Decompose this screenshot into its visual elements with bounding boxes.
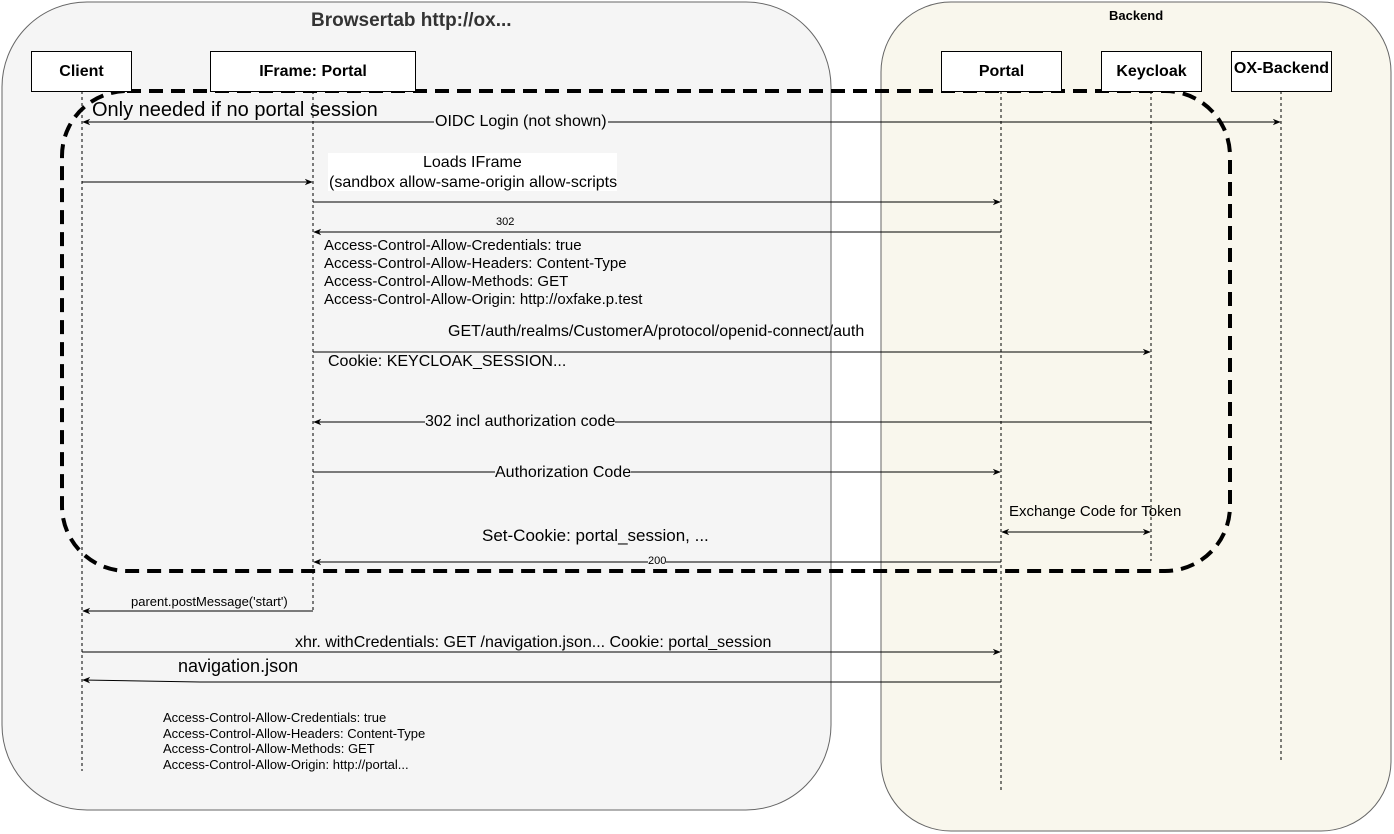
cors-header-4: Access-Control-Allow-Origin: http://oxfa… (324, 291, 643, 308)
set-cookie-label: Set-Cookie: portal_session, ... (482, 526, 709, 545)
cors2-header-3: Access-Control-Allow-Methods: GET (163, 741, 375, 756)
cors2-header-4: Access-Control-Allow-Origin: http://port… (163, 757, 409, 772)
browser-tab-container (1, 1, 832, 811)
backend-title: Backend (1109, 8, 1164, 23)
cors-header-2: Access-Control-Allow-Headers: Content-Ty… (324, 255, 627, 272)
status-200-label: 200 (648, 555, 667, 567)
get-auth-label: GET/auth/realms/CustomerA/protocol/openi… (448, 323, 865, 340)
backend-container (880, 1, 1392, 832)
loads-iframe-label-box (328, 153, 617, 191)
loads-iframe-sandbox-label: (sandbox allow-same-origin allow-scripts (329, 174, 618, 191)
redirect-302-label: 302 (496, 216, 515, 228)
ox-backend-participant: OX-Backend (1231, 51, 1332, 92)
nav-json-label: navigation.json (178, 656, 299, 676)
keycloak-label: Keycloak (1116, 62, 1187, 80)
cookie-keycloak-label: Cookie: KEYCLOAK_SESSION... (328, 353, 567, 370)
post-message-label: parent.postMessage('start') (131, 594, 288, 609)
loads-iframe-label: Loads IFrame (423, 154, 522, 171)
cors-header-1: Access-Control-Allow-Credentials: true (324, 237, 582, 254)
cors2-header-2: Access-Control-Allow-Headers: Content-Ty… (163, 726, 426, 741)
iframe-portal-participant: IFrame: Portal (210, 51, 416, 92)
keycloak-participant: Keycloak (1101, 51, 1202, 92)
cors2-header-1: Access-Control-Allow-Credentials: true (163, 710, 387, 725)
cors-header-3: Access-Control-Allow-Methods: GET (324, 273, 569, 290)
client-label: Client (59, 62, 104, 80)
portal-participant: Portal (941, 51, 1062, 92)
iframe-portal-label: IFrame: Portal (259, 62, 367, 80)
exchange-token-label: Exchange Code for Token (1009, 503, 1182, 520)
browser-tab-title: Browsertab http://ox... (311, 10, 512, 31)
nav-json-arrow (82, 676, 1001, 684)
client-participant: Client (31, 51, 132, 92)
authz-code-label: Authorization Code (495, 464, 632, 481)
portal-label: Portal (978, 62, 1025, 80)
optional-group-label: Only needed if no portal session (92, 99, 378, 121)
ox-backend-label: OX-Backend (1233, 60, 1330, 77)
oidc-login-label: OIDC Login (not shown) (434, 113, 608, 130)
xhr-nav-label: xhr. withCredentials: GET /navigation.js… (295, 634, 772, 651)
authz-302-label: 302 incl authorization code (425, 413, 616, 430)
optional-session-group (60, 89, 1232, 573)
